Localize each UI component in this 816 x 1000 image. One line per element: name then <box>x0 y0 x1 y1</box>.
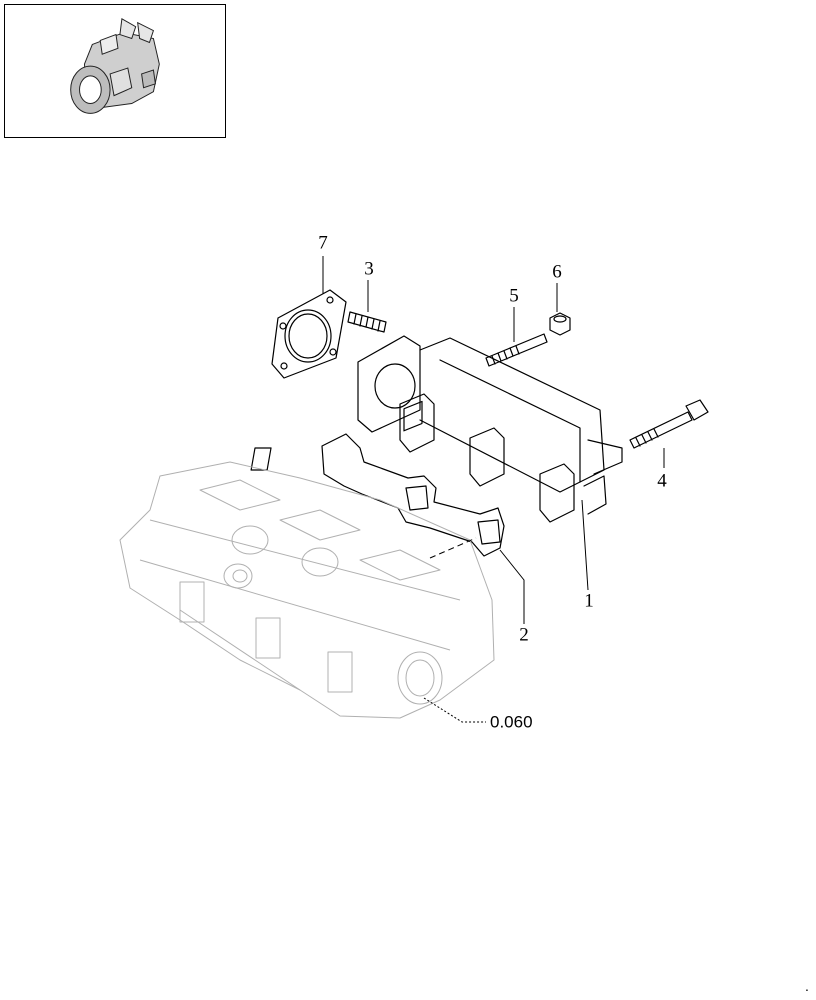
part-5-stud <box>485 333 548 367</box>
leader-1 <box>581 499 589 591</box>
engine-thumbnail-drawing <box>70 17 160 114</box>
reference-label: 0.060 <box>490 712 533 732</box>
part-1-exhaust-manifold <box>357 335 623 523</box>
callout-2: 2 <box>519 624 529 646</box>
callout-1: 1 <box>584 590 594 612</box>
cylinder-head-reference <box>119 461 495 719</box>
leader-2 <box>499 549 525 624</box>
engine-thumbnail <box>4 4 226 138</box>
part-4-bolt <box>629 399 709 449</box>
callout-3: 3 <box>364 258 374 280</box>
callout-7: 7 <box>318 232 328 254</box>
callout-6: 6 <box>552 261 562 283</box>
corner-mark: . <box>805 978 809 994</box>
part-7-gasket <box>271 289 347 379</box>
part-6-nut <box>549 312 571 336</box>
leader-reference <box>423 697 486 723</box>
alignment-dashed-line <box>429 537 477 559</box>
part-3-stud <box>347 311 387 333</box>
part-2-manifold-gasket <box>250 433 505 557</box>
callout-5: 5 <box>509 285 519 307</box>
callout-4: 4 <box>657 470 667 492</box>
